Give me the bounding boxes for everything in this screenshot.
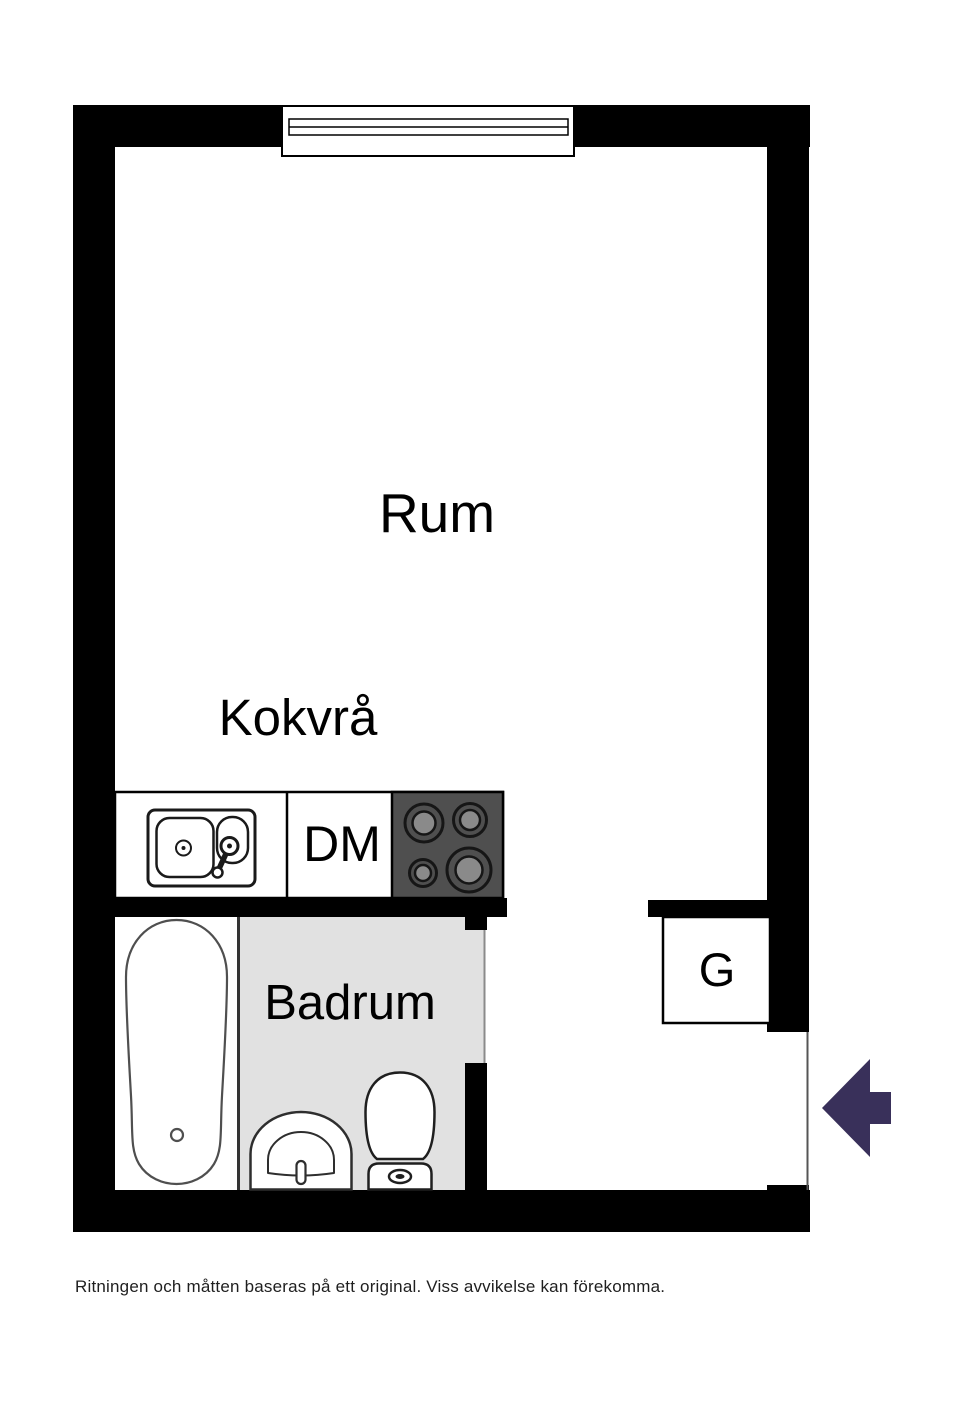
kitchen-sink-icon <box>146 808 257 888</box>
wall-bathroom-stub-top <box>465 917 487 930</box>
wall-kitchen-bathroom <box>73 898 507 917</box>
dishwasher-label: DM <box>303 816 381 872</box>
kitchenette-label: Kokvrå <box>218 689 378 746</box>
toilet-icon <box>364 1071 436 1191</box>
bathroom-label: Badrum <box>264 976 436 1030</box>
disclaimer-text: Ritningen och måtten baseras på ett orig… <box>75 1277 666 1296</box>
bathtub-partition-line <box>237 917 240 1190</box>
wall-right <box>767 105 809 1032</box>
bathroom-door-opening-line <box>483 930 486 1063</box>
wall-bathroom-right <box>465 1063 487 1190</box>
room-label: Rum <box>378 482 496 544</box>
closet-box <box>661 915 772 1025</box>
bathtub-icon <box>124 918 229 1186</box>
stove-icon <box>390 790 505 900</box>
wall-bottom-right-step <box>767 1185 809 1232</box>
wall-left <box>73 105 115 1232</box>
stove-burners <box>403 802 493 894</box>
entrance-opening-line <box>806 1032 809 1190</box>
closet-label: G <box>698 943 736 996</box>
wall-closet-stub <box>648 900 809 917</box>
entry-arrow-icon <box>822 1059 891 1157</box>
kitchen-counter <box>113 790 505 900</box>
walls <box>73 105 810 1232</box>
washbasin-icon <box>249 1110 353 1191</box>
wall-bottom <box>73 1190 810 1232</box>
window-icon <box>281 105 575 157</box>
